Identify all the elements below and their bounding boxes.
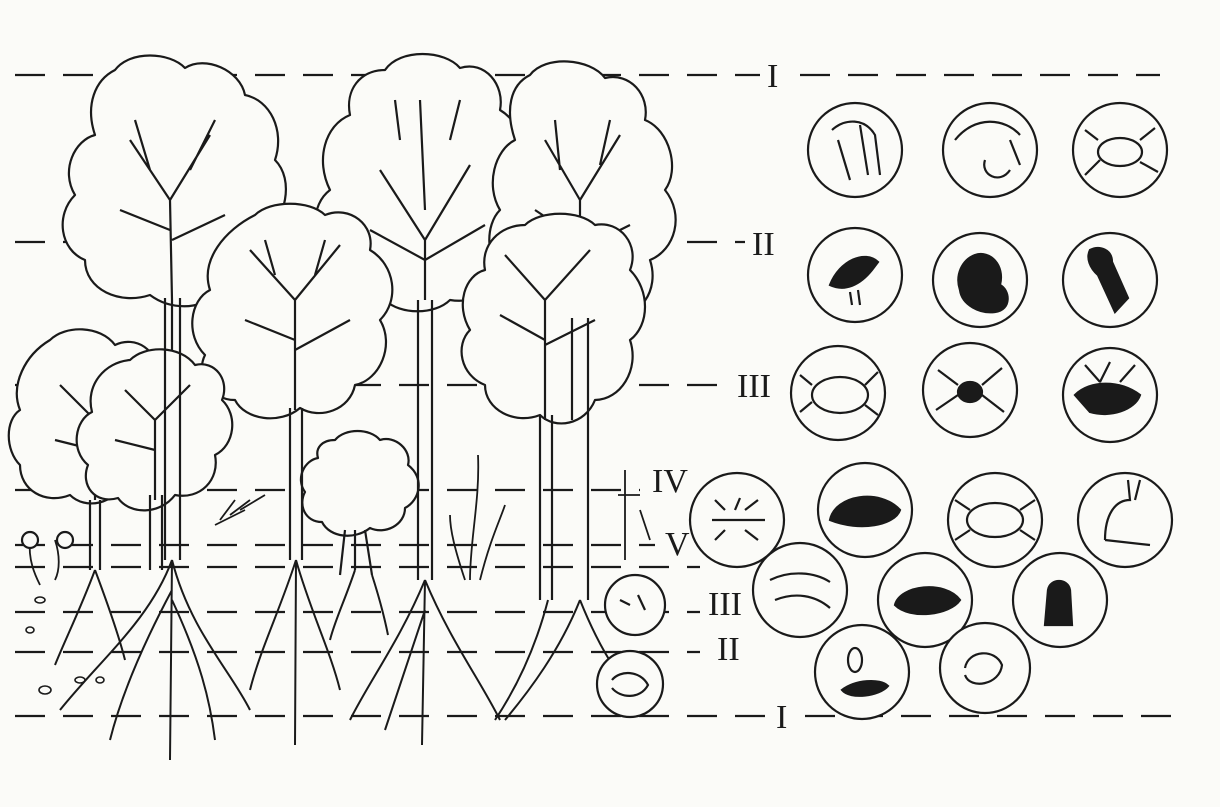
soil-pebbles [25, 596, 105, 695]
beetle-icon [1071, 101, 1169, 199]
tree-left-small-2 [75, 348, 234, 512]
caterpillar-icon [806, 101, 904, 199]
grub-icon [938, 621, 1032, 715]
hedgehog-icon [816, 461, 914, 559]
shrub [299, 429, 420, 576]
mouse-icon [1011, 551, 1109, 649]
colorado-beetle-icon [946, 471, 1044, 569]
label-V: V [665, 526, 690, 563]
label-III-top: III [737, 368, 771, 405]
soil-organism-1-icon [603, 573, 667, 637]
soil-organism-2-icon [595, 649, 665, 719]
above-ground-animals [789, 101, 1169, 444]
tree-center-mid [191, 202, 394, 420]
ground-animals [595, 461, 1174, 721]
worms-icon [813, 623, 911, 721]
mushroom-left-1 [20, 530, 40, 550]
label-I-bottom: I [776, 699, 787, 736]
tree-right-mid [460, 212, 647, 425]
woodpecker-icon [1061, 231, 1159, 329]
forest-trees [7, 52, 677, 761]
mole-icon [876, 551, 974, 649]
label-II-top: II [752, 226, 775, 263]
ground-beetle-icon [789, 344, 887, 442]
label-II-bottom: II [717, 631, 740, 668]
bird-icon [806, 226, 904, 324]
layer-labels: I II III IV V III II I [652, 58, 787, 736]
spider-icon [921, 341, 1019, 439]
label-IV: IV [652, 463, 688, 500]
squirrel-icon [931, 231, 1029, 329]
moose-icon [1061, 346, 1159, 444]
mushroom-left-2 [55, 530, 75, 550]
hare-icon [1076, 471, 1174, 569]
larvae-icon [751, 541, 849, 639]
moth-icon [941, 101, 1039, 199]
ant-icon [688, 471, 786, 569]
label-III-bottom: III [708, 586, 742, 623]
label-I-top: I [767, 58, 778, 95]
trunks [88, 298, 590, 600]
